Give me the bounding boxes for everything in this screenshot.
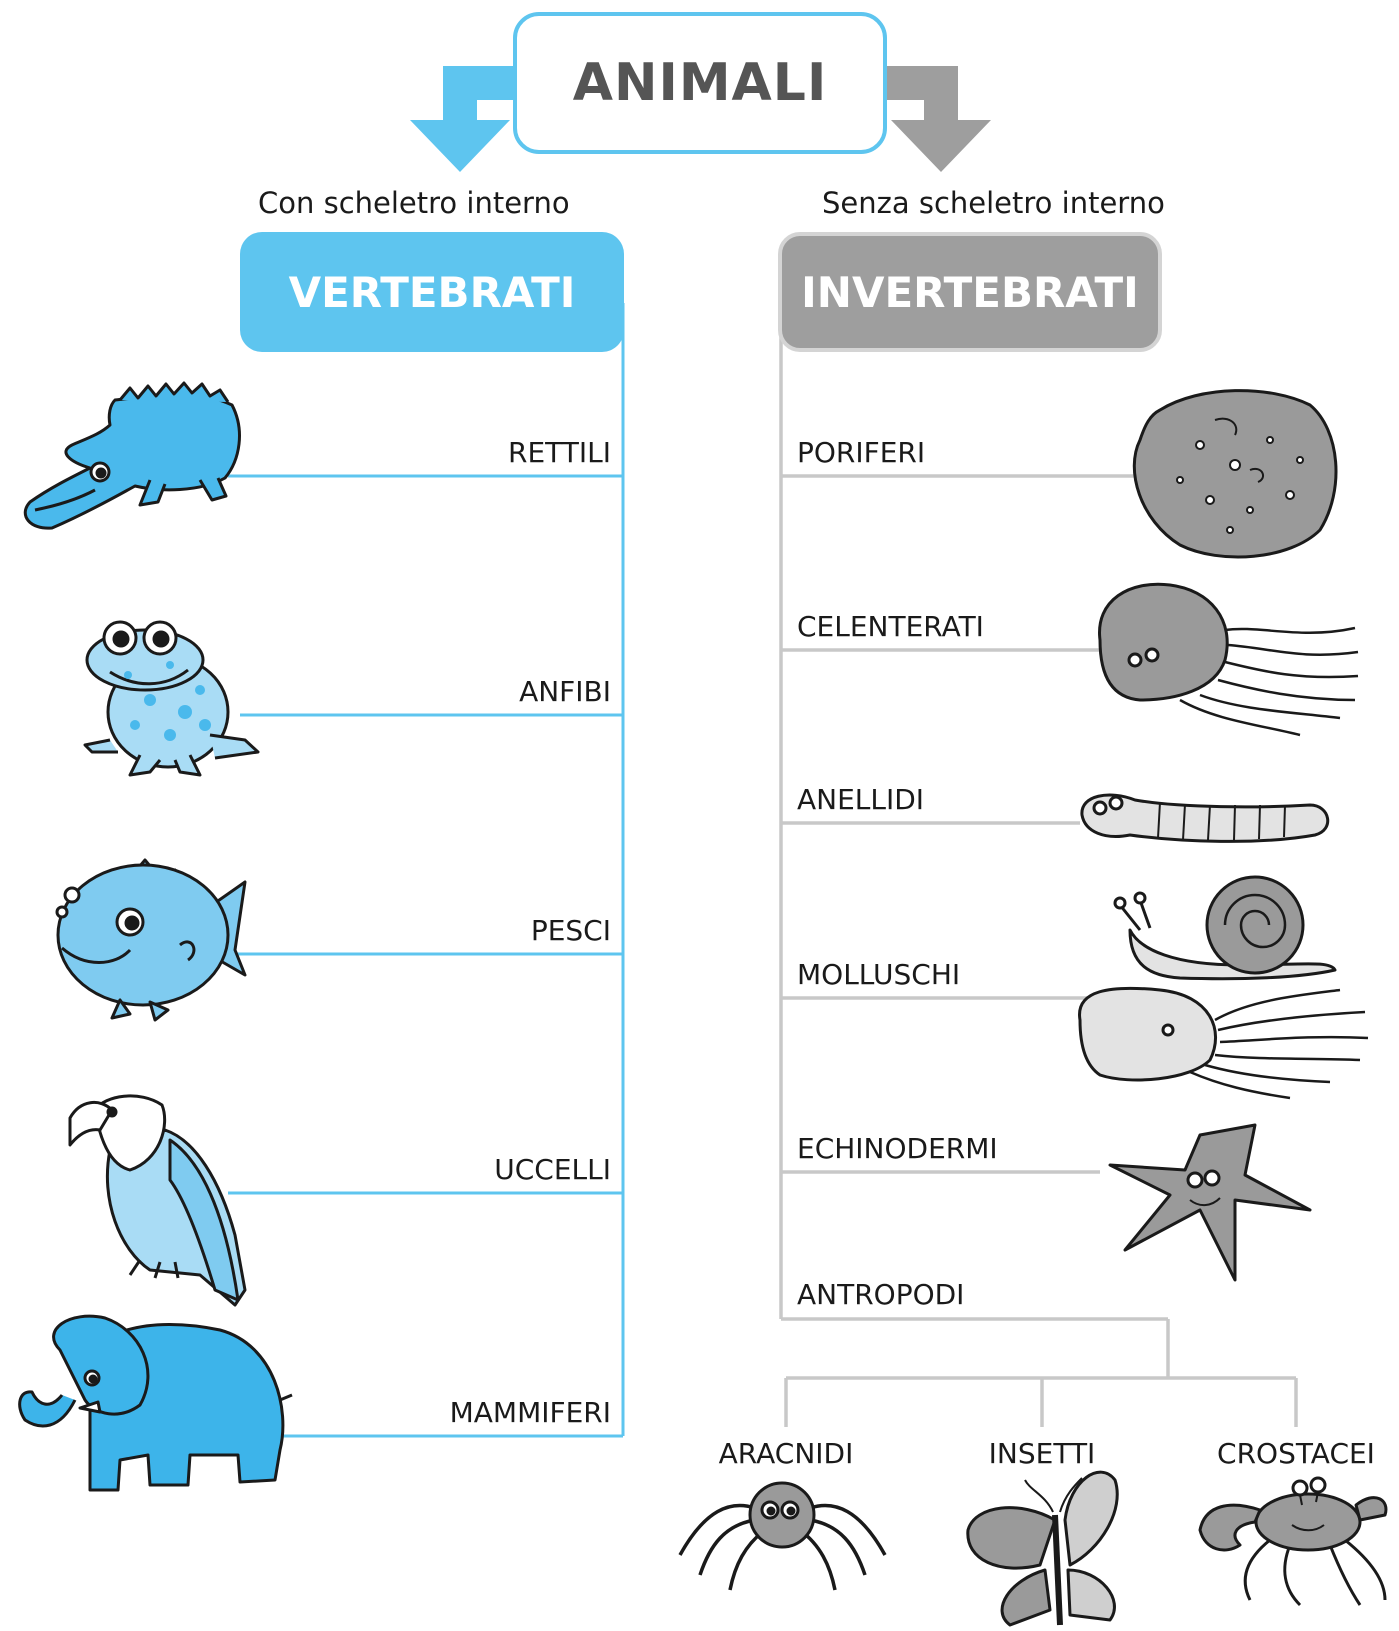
arrow-left-vertebrati (410, 66, 513, 172)
vertebrati-title: VERTEBRATI (289, 268, 576, 317)
label-rettili: RETTILI (508, 436, 611, 469)
label-poriferi: PORIFERI (797, 436, 925, 469)
snail-illustration (1115, 877, 1335, 979)
root-node-animali: ANIMALI (513, 12, 887, 154)
label-mammiferi: MAMMIFERI (450, 1396, 611, 1429)
eagle-illustration (70, 1096, 245, 1305)
octopus-illustration (1080, 988, 1368, 1098)
invertebrati-subtitle: Senza scheletro interno (822, 186, 1165, 220)
crocodile-illustration (25, 383, 239, 528)
arrow-right-invertebrati (887, 66, 991, 172)
fish-illustration (57, 860, 245, 1020)
label-crostacei: CROSTACEI (1206, 1437, 1386, 1470)
worm-illustration (1082, 795, 1328, 841)
spider-illustration (680, 1483, 885, 1590)
label-echinodermi: ECHINODERMI (797, 1132, 998, 1165)
root-title: ANIMALI (573, 53, 828, 113)
label-aracnidi: ARACNIDI (706, 1437, 866, 1470)
elephant-illustration (20, 1316, 292, 1490)
label-pesci: PESCI (531, 914, 611, 947)
label-antropodi: ANTROPODI (797, 1278, 964, 1311)
invertebrati-title: INVERTEBRATI (801, 268, 1139, 317)
vertebrati-subtitle: Con scheletro interno (258, 186, 570, 220)
label-molluschi: MOLLUSCHI (797, 958, 960, 991)
label-anellidi: ANELLIDI (797, 783, 924, 816)
label-anfibi: ANFIBI (519, 675, 611, 708)
label-insetti: INSETTI (962, 1437, 1122, 1470)
frog-illustration (85, 622, 258, 775)
crab-illustration (1200, 1478, 1386, 1605)
sponge-illustration (1134, 391, 1336, 557)
vertebrati-node: VERTEBRATI (240, 232, 624, 352)
invertebrati-node: INVERTEBRATI (778, 232, 1162, 352)
label-celenterati: CELENTERATI (797, 610, 984, 643)
starfish-illustration (1110, 1125, 1310, 1280)
jellyfish-illustration (1100, 584, 1358, 735)
label-uccelli: UCCELLI (494, 1153, 611, 1186)
butterfly-illustration (968, 1472, 1117, 1625)
